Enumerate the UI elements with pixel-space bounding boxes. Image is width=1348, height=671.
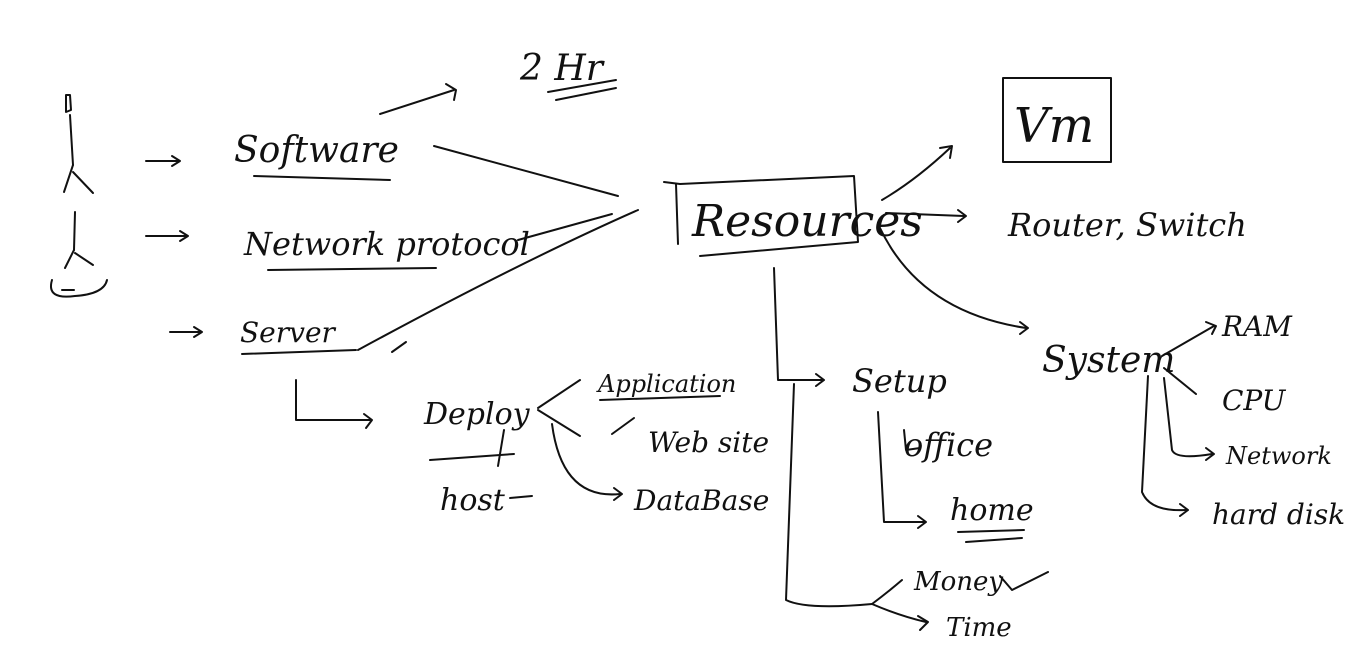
resources-label: Resources <box>691 196 923 247</box>
system-label: System <box>1042 340 1175 381</box>
network-label: Network <box>1225 442 1332 470</box>
money-check-icon <box>999 571 1049 591</box>
system-to-harddisk-arrow <box>1141 375 1189 517</box>
office-label: office <box>904 426 993 464</box>
two-hr-label: 2 Hr <box>519 48 605 89</box>
software-underline <box>253 175 391 181</box>
vm-label: Vm <box>1014 98 1094 154</box>
deploy-branch-lines <box>537 379 581 437</box>
deploy-label: Deploy <box>423 397 531 432</box>
figure-arrow-network <box>145 230 189 242</box>
stick-figure-icon <box>50 94 108 298</box>
figure-arrow-server <box>169 326 203 338</box>
two-hr-underline <box>547 79 617 101</box>
resources-to-vm-arrow <box>881 145 953 201</box>
network-protocol-label: Network protocol <box>243 225 530 263</box>
deploy-to-database-arrow <box>551 423 623 501</box>
money-label: Money <box>913 567 1003 597</box>
server-to-resources-line <box>357 209 639 351</box>
server-tick <box>391 341 407 353</box>
setup-label: Setup <box>852 362 947 400</box>
home-underline <box>957 529 1025 543</box>
database-label: DataBase <box>633 484 769 517</box>
application-underline <box>599 395 721 401</box>
software-arrow-2hr <box>379 83 457 115</box>
deploy-host-connector <box>497 429 505 467</box>
resources-box <box>663 175 859 257</box>
setup-to-home-line <box>877 411 925 523</box>
office-hook-icon <box>903 429 921 451</box>
system-to-ram-arrow <box>1161 321 1217 357</box>
router-switch-label: Router, Switch <box>1007 206 1247 244</box>
server-underline <box>241 349 357 355</box>
software-to-resources-line <box>433 145 619 197</box>
figure-arrow-software <box>145 155 181 167</box>
resources-to-router-arrow <box>885 209 967 223</box>
home-label: home <box>950 493 1034 528</box>
cpu-label: CPU <box>1222 384 1287 417</box>
system-to-cpu-line <box>1163 367 1197 395</box>
resources-to-money-time-line <box>785 383 929 631</box>
server-label: Server <box>240 316 337 349</box>
network-protocol-underline <box>267 267 437 271</box>
ram-label: RAM <box>1221 310 1293 343</box>
application-label: Application <box>596 370 736 398</box>
vm-box <box>1002 77 1112 163</box>
system-to-network-arrow <box>1163 377 1215 461</box>
resources-to-system-arrow <box>879 227 1029 335</box>
host-label: host <box>440 483 506 518</box>
time-label: Time <box>946 613 1012 643</box>
hard-disk-label: hard disk <box>1212 498 1345 531</box>
server-to-deploy-arrow <box>295 379 373 429</box>
application-tick <box>611 417 635 435</box>
setup-to-home-arrowhead <box>917 515 927 529</box>
network-to-resources-line <box>517 213 613 241</box>
software-label: Software <box>234 130 399 171</box>
website-label: Web site <box>648 426 769 459</box>
resources-to-setup-arrow <box>773 267 825 387</box>
deploy-underline <box>429 453 515 461</box>
host-dash <box>509 495 533 499</box>
